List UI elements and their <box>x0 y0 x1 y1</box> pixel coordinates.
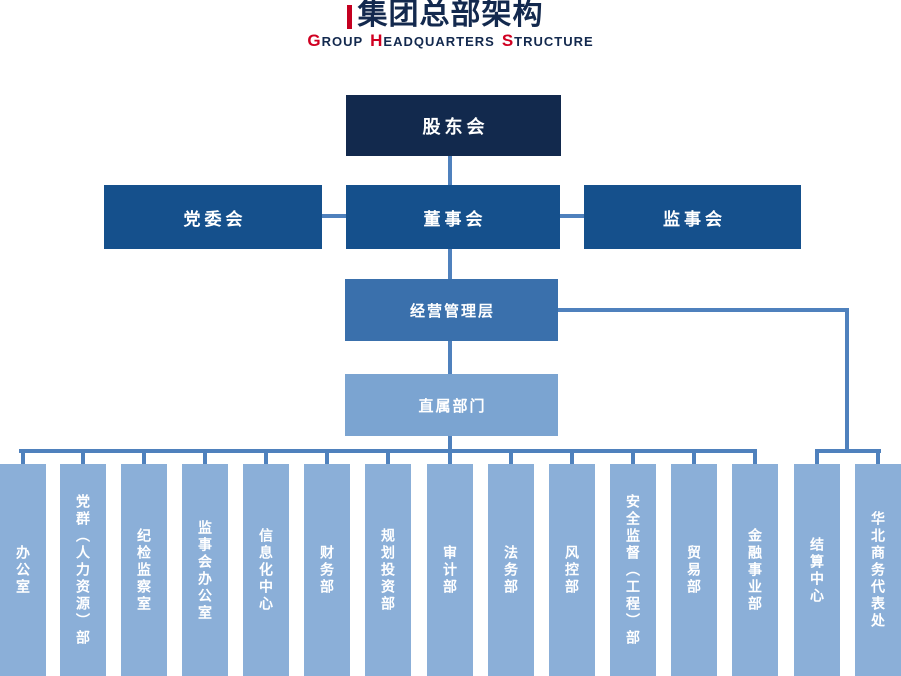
dept-label: 信息化中心 <box>258 528 274 613</box>
dept-label: 金融事业部 <box>747 528 763 613</box>
connector-management-direct <box>448 341 452 374</box>
connector-stub <box>142 449 146 465</box>
connector-stub <box>325 449 329 465</box>
connector-stub <box>448 449 452 465</box>
connector-shareholders-board <box>448 156 452 185</box>
dept-box-supervisory-office: 监事会办公室 <box>182 464 228 676</box>
connector-stub <box>386 449 390 465</box>
connector-stub <box>692 449 696 465</box>
dept-label: 纪检监察室 <box>136 528 152 613</box>
connector-stub <box>21 449 25 465</box>
dept-label: 办公室 <box>15 545 31 596</box>
page-title: 集团总部架构 <box>357 0 544 31</box>
node-supervisory: 监事会 <box>584 185 801 249</box>
connector-stub <box>81 449 85 465</box>
dept-label: 监事会办公室 <box>197 519 213 622</box>
connector-stub <box>876 449 880 465</box>
node-direct-departments: 直属部门 <box>345 374 558 436</box>
dept-label: 贸易部 <box>686 545 702 596</box>
dept-box-audit: 审计部 <box>427 464 473 676</box>
subtitle-word: TRUCTURE <box>514 34 594 49</box>
connector-board-management <box>448 249 452 279</box>
dept-label: 法务部 <box>503 545 519 596</box>
subtitle-initial: S <box>501 31 515 50</box>
dept-box-legal: 法务部 <box>488 464 534 676</box>
dept-box-it-center: 信息化中心 <box>243 464 289 676</box>
dept-box-office: 办公室 <box>0 464 46 676</box>
dept-label: 安全监督（工程）部 <box>625 494 641 647</box>
dept-box-discipline: 纪检监察室 <box>121 464 167 676</box>
connector-board-supervisory <box>556 214 584 218</box>
dept-label: 规划投资部 <box>380 528 396 613</box>
connector-branch-bus <box>815 449 881 453</box>
dept-box-safety-supervision: 安全监督（工程）部 <box>610 464 656 676</box>
connector-stub <box>570 449 574 465</box>
dept-box-planning-investment: 规划投资部 <box>365 464 411 676</box>
dept-label: 结算中心 <box>809 536 825 605</box>
dept-label: 风控部 <box>564 545 580 596</box>
subtitle-initial: G <box>307 31 322 50</box>
connector-stub <box>631 449 635 465</box>
subtitle-word: EADQUARTERS <box>383 34 495 49</box>
connector-management-branch-top <box>556 308 849 312</box>
connector-stub <box>264 449 268 465</box>
connector-stub <box>815 449 819 465</box>
dept-label: 党群（人力资源）部 <box>75 494 91 647</box>
node-shareholders: 股东会 <box>346 95 561 156</box>
dept-box-settlement-center: 结算中心 <box>794 464 840 676</box>
dept-box-financial-business: 金融事业部 <box>732 464 778 676</box>
subtitle-initial: H <box>370 31 384 50</box>
title-accent-bar <box>347 5 352 29</box>
connector-management-branch-vertical <box>845 308 849 453</box>
connector-party-board <box>318 214 346 218</box>
dept-box-north-china-rep: 华北商务代表处 <box>855 464 901 676</box>
connector-stub <box>509 449 513 465</box>
subtitle-word: ROUP <box>321 34 364 49</box>
node-management: 经营管理层 <box>345 279 558 341</box>
dept-box-risk-control: 风控部 <box>549 464 595 676</box>
dept-box-trade: 贸易部 <box>671 464 717 676</box>
connector-stub <box>753 449 757 465</box>
dept-box-finance: 财务部 <box>304 464 350 676</box>
connector-stub <box>203 449 207 465</box>
dept-label: 华北商务代表处 <box>870 511 886 630</box>
page-subtitle: GROUP HEADQUARTERS STRUCTURE <box>0 30 901 53</box>
dept-label: 审计部 <box>442 545 458 596</box>
connector-direct-bus <box>448 436 452 451</box>
dept-label: 财务部 <box>319 545 335 596</box>
dept-box-party-hr: 党群（人力资源）部 <box>60 464 106 676</box>
node-party-committee: 党委会 <box>104 185 322 249</box>
node-board: 董事会 <box>346 185 560 249</box>
